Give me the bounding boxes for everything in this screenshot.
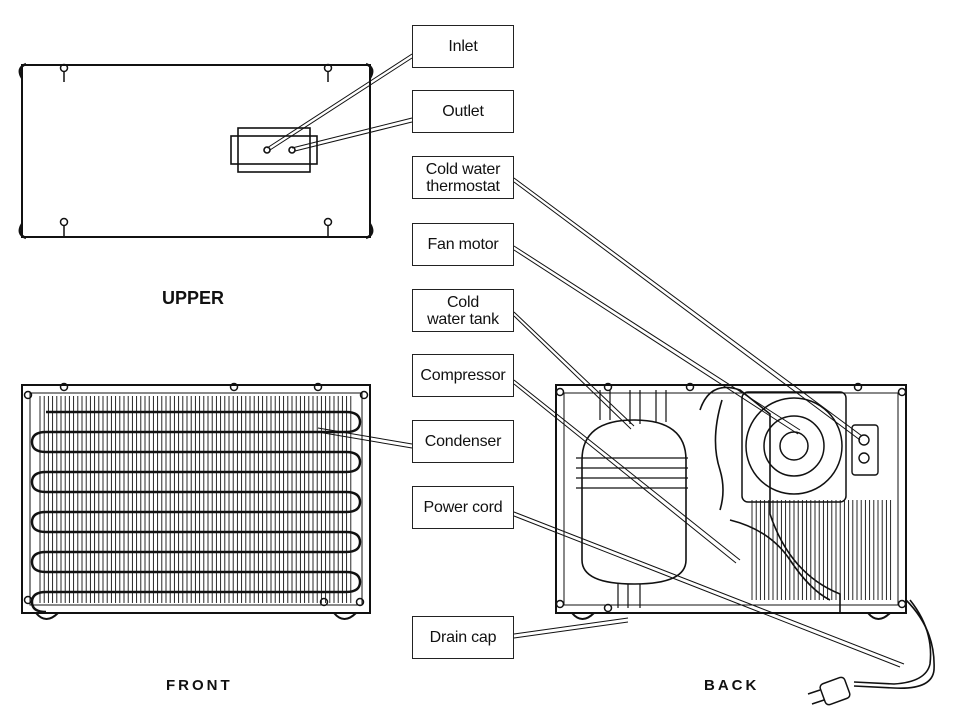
front-view	[21, 382, 371, 620]
view-label-upper: UPPER	[162, 288, 225, 308]
callout-inlet: Inlet	[412, 25, 514, 68]
callout-power-cord: Power cord	[412, 486, 514, 529]
callout-drain-cap: Drain cap	[412, 616, 514, 659]
callout-cold-water-tank: Cold water tank	[412, 289, 514, 332]
compressor-shape	[576, 390, 688, 608]
callout-cold-water-thermostat: Cold water thermostat	[412, 156, 514, 199]
callout-outlet: Outlet	[412, 90, 514, 133]
upper-view	[18, 62, 374, 240]
callout-compressor: Compressor	[412, 354, 514, 397]
back-view	[555, 382, 935, 706]
view-label-front: FRONT	[166, 677, 233, 694]
fan-motor-shape	[741, 391, 847, 503]
callout-fan-motor: Fan motor	[412, 223, 514, 266]
plug-shape	[807, 676, 851, 706]
leader-lines	[266, 53, 905, 668]
thermostat-shape	[851, 424, 879, 476]
callout-condenser: Condenser	[412, 420, 514, 463]
view-label-back: BACK	[704, 677, 760, 694]
